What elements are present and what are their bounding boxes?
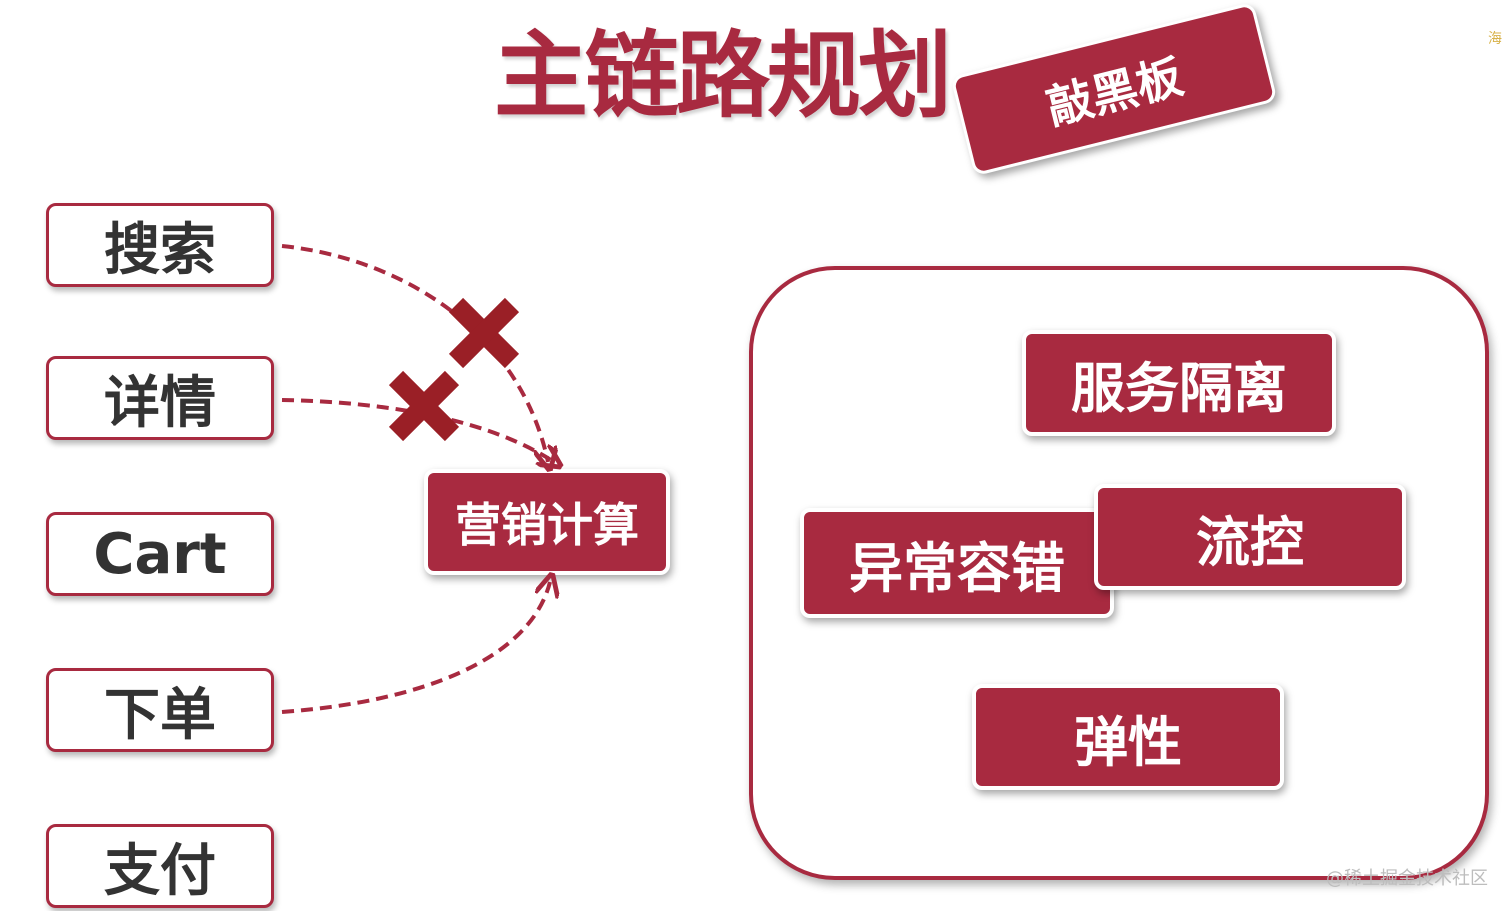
blocked-cross-icon — [448, 297, 520, 369]
service-isolation-node: 服务隔离 — [1022, 330, 1336, 436]
source-node-pay: 支付 — [46, 824, 274, 908]
source-node-detail: 详情 — [46, 356, 274, 440]
connector-order-to-marketing — [281, 582, 550, 714]
source-node-search: 搜索 — [46, 203, 274, 287]
elasticity-node: 弹性 — [972, 684, 1284, 790]
watermark: @稀土掘金技术社区 — [1326, 868, 1488, 889]
source-node-order: 下单 — [46, 668, 274, 752]
fault-tolerance-node: 异常容错 — [800, 508, 1114, 618]
flow-control-node: 流控 — [1094, 484, 1406, 590]
blocked-cross-icon — [388, 370, 460, 442]
marketing-calc-node: 营销计算 — [424, 469, 670, 575]
corner-text: 海 — [1488, 31, 1502, 47]
page-title: 主链路规划 — [494, 22, 952, 131]
source-node-cart: Cart — [46, 512, 274, 596]
connector-search-to-marketing — [281, 244, 548, 462]
